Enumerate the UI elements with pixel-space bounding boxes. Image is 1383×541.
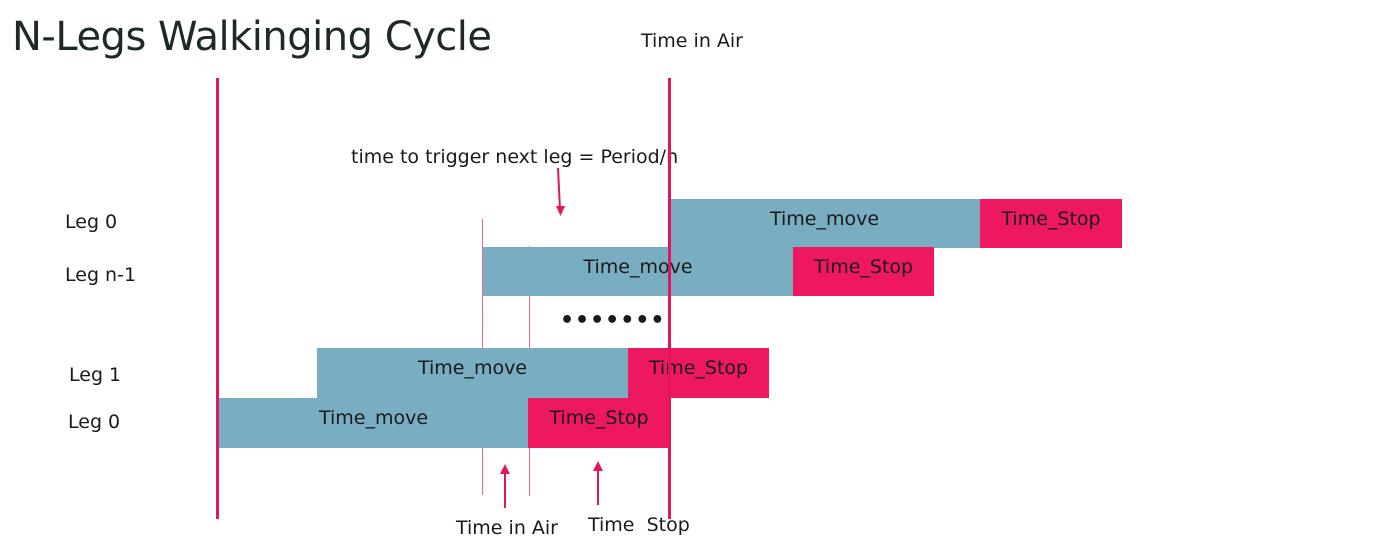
time-stop-bottom-label: Time Stop (588, 514, 690, 536)
leg-1-stop-bar: Time_Stop (628, 348, 769, 398)
leg-label-0-top: Leg 0 (65, 211, 118, 233)
cycle-end-line (668, 78, 671, 519)
leg-0-bottom-move-label: Time_move (318, 407, 429, 429)
leg-1-move-label: Time_move (417, 357, 528, 379)
ellipsis-dots: ••••••• (560, 308, 666, 333)
leg-0-bottom-stop-bar: Time_Stop (528, 398, 670, 448)
leg-1-move-bar: Time_move (317, 348, 628, 398)
leg-0-bottom-stop-label: Time_Stop (549, 407, 649, 429)
time-stop-arrow-icon (593, 461, 603, 505)
leg-n-1-move-bar: Time_move (483, 247, 793, 296)
diagram-title: N-Legs Walkinging Cycle (12, 14, 492, 60)
time-in-air-arrow-icon (500, 464, 510, 508)
leg-0-top-move-bar: Time_move (669, 199, 980, 248)
leg-label-1: Leg 1 (69, 364, 122, 386)
leg-0-top-stop-label: Time_Stop (1001, 208, 1101, 230)
trigger-note-label: time to trigger next leg = Period/n (351, 146, 679, 168)
leg-0-bottom-move-bar: Time_move (219, 398, 528, 448)
leg-n-1-stop-label: Time_Stop (813, 256, 914, 278)
leg-n-1-stop-bar: Time_Stop (793, 247, 934, 296)
time-in-air-bottom-label: Time in Air (456, 517, 558, 539)
trigger-arrow-icon (556, 167, 565, 216)
time-in-air-top-label: Time in Air (641, 30, 743, 52)
leg-0-top-move-label: Time_move (769, 208, 880, 230)
cycle-start-line (216, 78, 219, 519)
leg-n-1-move-label: Time_move (583, 256, 693, 278)
leg-label-0-bottom: Leg 0 (68, 411, 121, 433)
leg-0-top-stop-bar: Time_Stop (980, 199, 1122, 248)
leg-label-n-1: Leg n-1 (65, 264, 137, 286)
leg-1-stop-label: Time_Stop (648, 357, 749, 379)
